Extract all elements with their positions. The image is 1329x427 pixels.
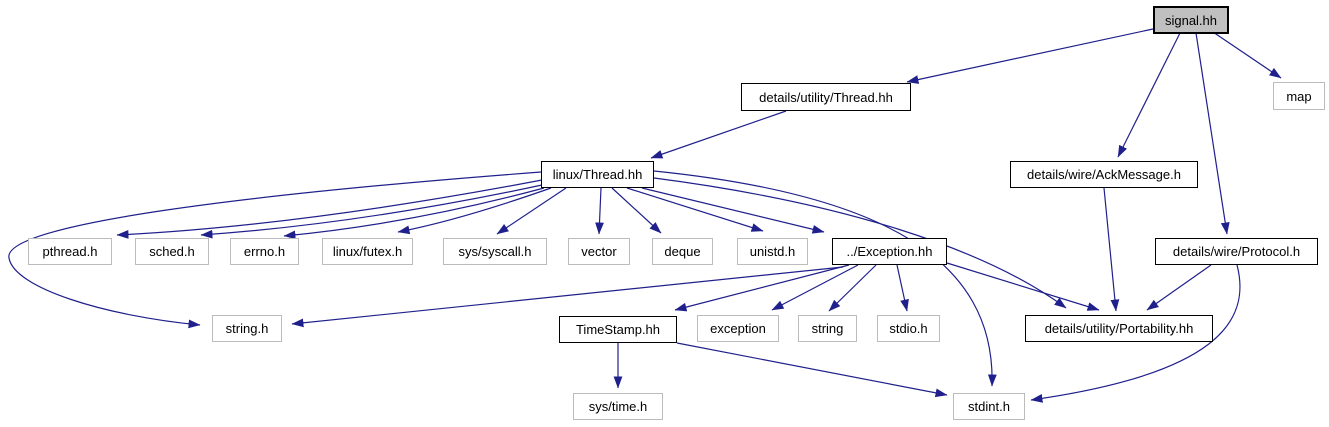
node-map: map xyxy=(1273,82,1325,110)
edge-linux-thread-to-errno xyxy=(283,187,545,240)
node-linux-futex-h: linux/futex.h xyxy=(322,238,413,265)
edge-linux-thread-to-vector xyxy=(595,187,604,235)
edge-linux-thread-to-exception-hh xyxy=(641,187,825,234)
edge-exception-hh-to-portability xyxy=(946,262,1100,311)
node-sys-time-h: sys/time.h xyxy=(573,393,663,420)
node-deque: deque xyxy=(652,238,713,265)
edge-exception-hh-to-string-h xyxy=(291,266,844,328)
node-errno-h: errno.h xyxy=(230,238,299,265)
edge-protocol-to-portability xyxy=(1146,264,1212,311)
node-portability-hh[interactable]: details/utility/Portability.hh xyxy=(1025,315,1213,342)
edge-exception-hh-to-stdio xyxy=(896,264,909,312)
edge-linux-thread-to-string-h xyxy=(8,171,542,329)
node-linux-thread-hh[interactable]: linux/Thread.hh xyxy=(541,161,654,188)
node-ackmessage-h[interactable]: details/wire/AckMessage.h xyxy=(1010,161,1198,188)
node-util-thread-hh[interactable]: details/utility/Thread.hh xyxy=(741,83,911,111)
edge-linux-thread-to-pthread xyxy=(116,179,543,239)
edge-exception-hh-to-timestamp xyxy=(674,264,850,312)
node-timestamp-hh[interactable]: TimeStamp.hh xyxy=(559,316,677,343)
node-sys-syscall-h: sys/syscall.h xyxy=(443,238,547,265)
node-string: string xyxy=(798,315,857,342)
edge-linux-thread-to-portability xyxy=(653,177,1067,309)
edge-linux-thread-to-futex xyxy=(397,187,552,235)
node-unistd-h: unistd.h xyxy=(737,238,808,265)
node-stdio-h: stdio.h xyxy=(877,315,940,342)
node-exception-hh[interactable]: ../Exception.hh xyxy=(832,238,947,265)
edge-ackmessage-to-portability xyxy=(1103,187,1120,312)
edge-linux-thread-to-sched xyxy=(200,184,543,239)
edge-util-thread-to-linux-thread xyxy=(650,110,787,159)
edge-signal-to-ackmessage xyxy=(1117,32,1181,158)
edge-exception-hh-to-exception xyxy=(771,264,859,311)
edge-linux-thread-to-syscall xyxy=(496,187,567,235)
node-sched-h: sched.h xyxy=(135,238,209,265)
node-protocol-h[interactable]: details/wire/Protocol.h xyxy=(1155,238,1318,265)
edge-signal-to-protocol xyxy=(1195,32,1230,235)
node-exception: exception xyxy=(697,315,779,342)
edge-linux-thread-to-unistd xyxy=(626,187,764,232)
node-stdint-h: stdint.h xyxy=(953,393,1025,420)
node-pthread-h: pthread.h xyxy=(28,238,112,265)
node-string-h: string.h xyxy=(212,315,282,342)
node-signal-hh: signal.hh xyxy=(1153,6,1229,34)
edge-signal-to-map xyxy=(1212,31,1282,79)
node-vector: vector xyxy=(568,238,630,265)
edge-linux-thread-to-deque xyxy=(611,187,662,234)
edge-timestamp-to-stdint xyxy=(676,342,948,398)
edge-protocol-to-stdint xyxy=(1030,264,1241,403)
edge-signal-to-util-thread xyxy=(906,28,1154,84)
edge-exception-hh-to-string xyxy=(828,264,877,312)
